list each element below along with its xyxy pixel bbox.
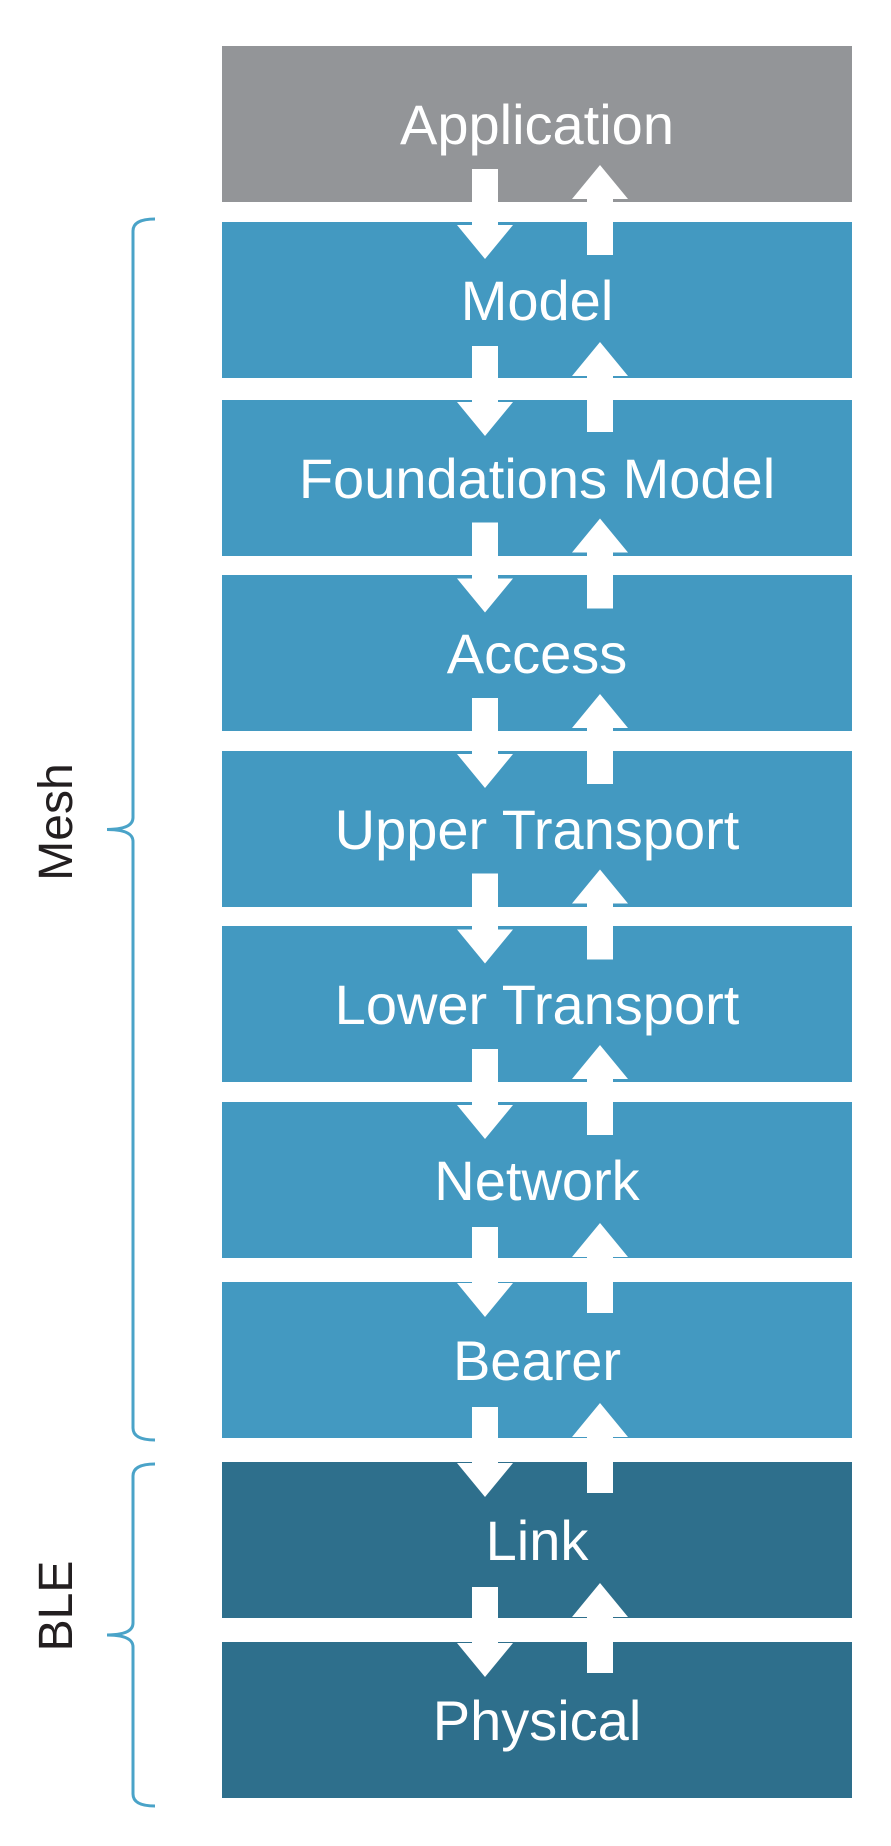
arrow-up-icon [572,694,628,784]
arrow-down-icon [457,1407,513,1497]
layer-label-access: Access [447,622,628,685]
ble-brace [106,1462,156,1808]
arrow-up-icon [572,1223,628,1313]
arrow-down-icon [457,522,513,613]
arrow-down-icon [457,698,513,788]
arrow-down-icon [457,1587,513,1677]
arrow-up-icon [572,1045,628,1135]
layer-box-lower-transport [222,926,852,1082]
layer-box-access [222,575,852,731]
layer-box-network [222,1102,852,1258]
layer-box-bearer [222,1282,852,1438]
ble-group-label: BLE [30,1561,83,1652]
layer-box-link [222,1462,852,1618]
layer-label-lower-transport: Lower Transport [335,973,740,1036]
arrow-down-icon [457,873,513,964]
arrow-up-icon [572,1583,628,1673]
layer-label-model: Model [461,269,614,332]
layer-label-physical: Physical [433,1689,642,1752]
arrow-down-icon [457,346,513,436]
layer-label-foundations-model: Foundations Model [299,447,775,510]
arrow-up-icon [572,518,628,609]
layer-label-network: Network [434,1149,640,1212]
arrow-up-icon [572,165,628,255]
arrow-down-icon [457,1227,513,1317]
layer-box-upper-transport [222,751,852,907]
layer-box-physical [222,1642,852,1798]
mesh-brace [106,217,156,1442]
arrow-down-icon [457,1049,513,1139]
arrow-up-icon [572,342,628,432]
arrow-up-icon [572,1403,628,1493]
arrow-up-icon [572,869,628,960]
layer-box-model [222,222,852,378]
layer-label-link: Link [486,1509,590,1572]
arrow-down-icon [457,169,513,259]
mesh-group-label: Mesh [30,763,83,880]
group-braces [106,217,156,1808]
arrows [457,165,628,1677]
layer-label-application: Application [400,93,674,156]
layer-box-foundations-model [222,400,852,556]
layer-label-bearer: Bearer [453,1329,621,1392]
layer-label-upper-transport: Upper Transport [335,798,740,861]
layer-box-application [222,46,852,202]
